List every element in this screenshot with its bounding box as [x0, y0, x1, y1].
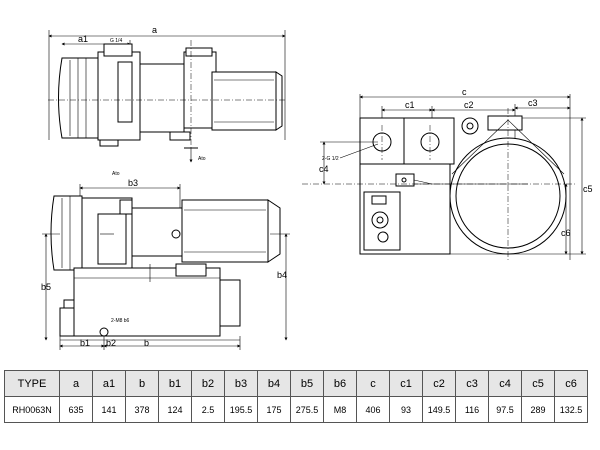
- dim-a-label: a: [152, 25, 157, 35]
- dim-b1-label: b1: [80, 338, 90, 348]
- table-cell: 195.5: [224, 396, 258, 423]
- table-cell: 149.5: [422, 396, 456, 423]
- table-cell: 378: [125, 396, 159, 423]
- table-cell: 116: [455, 396, 489, 423]
- table-header-cell: c: [356, 370, 390, 397]
- table-cell: 406: [356, 396, 390, 423]
- table-header-cell: a: [59, 370, 93, 397]
- table-cell: 141: [92, 396, 126, 423]
- table-cell: RH0063N: [4, 396, 60, 423]
- table-cell: 2.5: [191, 396, 225, 423]
- table-header-cell: b4: [257, 370, 291, 397]
- dim-c3-label: c3: [528, 98, 538, 108]
- table-cell: 175: [257, 396, 291, 423]
- table-header-cell: c4: [488, 370, 522, 397]
- table-cell: 289: [521, 396, 555, 423]
- table-header-cell: a1: [92, 370, 126, 397]
- table-header-cell: b5: [290, 370, 324, 397]
- table-row: RH0063N 635 141 378 124 2.5 195.5 175 27…: [4, 396, 588, 423]
- table-header-cell: c1: [389, 370, 423, 397]
- dim-b3-label: b3: [128, 178, 138, 188]
- dim-c6-label: c6: [561, 228, 571, 238]
- dim-b-label: b: [144, 338, 149, 348]
- dim-a1-label: a1: [78, 34, 88, 44]
- dim-c4-label: c4: [319, 164, 329, 174]
- dim-c1-label: c1: [405, 100, 415, 110]
- port-2g12-label: 2-G 1/2: [322, 156, 339, 162]
- table-header-cell: b: [125, 370, 159, 397]
- table-header-cell: b3: [224, 370, 258, 397]
- dim-b5-label: b5: [41, 282, 51, 292]
- table-cell: 132.5: [554, 396, 588, 423]
- table-cell: 93: [389, 396, 423, 423]
- table-header-cell: b2: [191, 370, 225, 397]
- dim-b2-label: b2: [106, 338, 116, 348]
- table-cell: 124: [158, 396, 192, 423]
- side-view: c c1 c2 c3: [302, 87, 593, 262]
- dim-b4-label: b4: [277, 270, 287, 280]
- dim-c2-label: c2: [464, 100, 474, 110]
- table-cell: 275.5: [290, 396, 324, 423]
- table-header-cell: c2: [422, 370, 456, 397]
- spec-table-header-row: TYPE a a1 b b1 b2 b3 b4 b5 b6 c c1 c2 c3…: [4, 370, 588, 397]
- table-header-cell: c3: [455, 370, 489, 397]
- table-cell: M8: [323, 396, 357, 423]
- table-cell: 635: [59, 396, 93, 423]
- spec-table: TYPE a a1 b b1 b2 b3 b4 b5 b6 c c1 c2 c3…: [4, 370, 588, 423]
- table-header-cell: b1: [158, 370, 192, 397]
- table-cell: 97.5: [488, 396, 522, 423]
- table-header-cell: TYPE: [4, 370, 60, 397]
- table-header-cell: b6: [323, 370, 357, 397]
- top-view: a a1 G 1/4 Ato Ato: [48, 25, 286, 177]
- front-view: b3 b4 b5 2-M8 b6: [41, 178, 290, 350]
- dim-b6-label: 2-M8 b6: [111, 318, 130, 324]
- dim-c-label: c: [462, 87, 467, 97]
- table-header-cell: c6: [554, 370, 588, 397]
- dim-c5-label: c5: [583, 184, 593, 194]
- port-g14-label: G 1/4: [110, 38, 122, 44]
- section-ato-middle: Ato: [112, 171, 120, 177]
- section-ato-upper: Ato: [198, 156, 206, 162]
- table-header-cell: c5: [521, 370, 555, 397]
